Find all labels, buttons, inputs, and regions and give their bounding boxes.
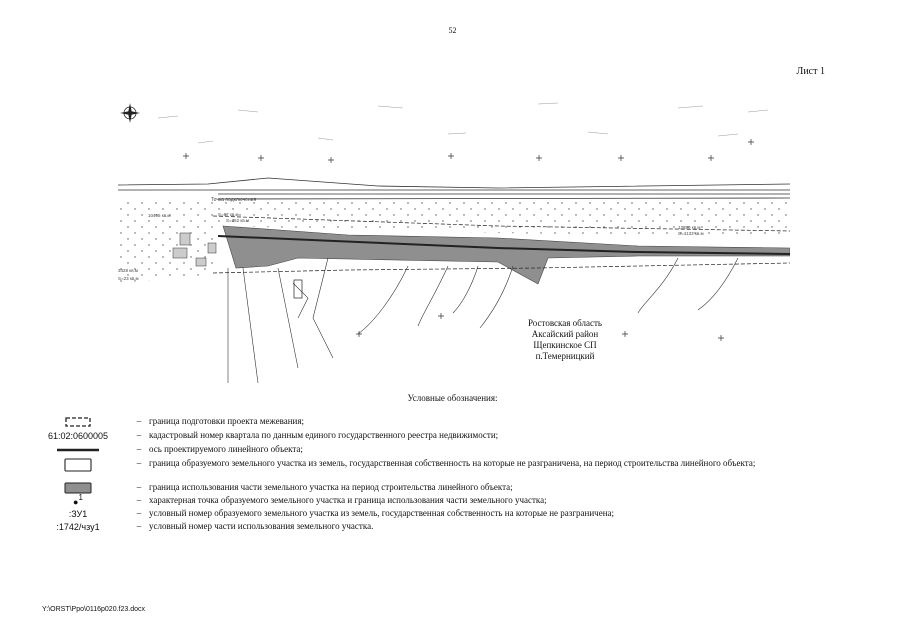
legend-desc: граница образуемого земельного участка и… bbox=[149, 458, 756, 468]
legend-dash: – bbox=[136, 430, 142, 440]
linear-object-axis bbox=[217, 235, 790, 255]
project-boundary bbox=[212, 215, 790, 274]
place-labels: Ростовская область Аксайский район Щепки… bbox=[505, 318, 625, 362]
legend-desc: граница подготовки проекта межевания; bbox=[149, 416, 305, 426]
legend-dash: – bbox=[136, 482, 142, 492]
village-label: п.Темерницкий bbox=[535, 351, 595, 361]
plot-number-symbol: :ЗУ1 bbox=[68, 509, 88, 519]
legend-row: ●1 – характерная точка образуемого земел… bbox=[28, 493, 788, 509]
legend-desc: ось проектируемого линейного объекта; bbox=[149, 444, 303, 454]
construction-part-shade bbox=[222, 225, 790, 285]
part-number-symbol: :1742/чзу1 bbox=[56, 522, 100, 532]
legend-desc: условный номер образуемого земельного уч… bbox=[149, 508, 615, 518]
legend-row: 61:02:0600005 – кадастровый номер кварта… bbox=[28, 430, 788, 444]
map-area-label: 10495 кв.м bbox=[148, 213, 170, 218]
map-area-label: 3428 кв.м bbox=[118, 268, 138, 273]
cadastral-map: Точка подключения 10495 кв.м 3428 кв.м S… bbox=[118, 102, 790, 384]
legend-row: – ось проектируемого линейного объекта; bbox=[28, 444, 788, 458]
legend-row: – граница использования части земельного… bbox=[28, 482, 788, 496]
sheet-label: Лист 1 bbox=[796, 66, 825, 77]
legend-row: – граница образуемого земельного участка… bbox=[28, 458, 788, 484]
north-arrow-icon bbox=[120, 103, 140, 123]
district-label: Аксайский район bbox=[531, 329, 599, 339]
legend-row: – граница подготовки проекта межевания; bbox=[28, 416, 788, 430]
plot-boundary-symbol bbox=[28, 458, 128, 472]
shaded-part-symbol bbox=[28, 482, 128, 494]
map-area-label: S=352 кв.м bbox=[226, 218, 249, 223]
map-point-label: Точка подключения bbox=[211, 197, 256, 203]
point-dot-icon: ● bbox=[73, 497, 79, 507]
footer-path: Y:\ORST\Ppo\0116p020.f23.docx bbox=[42, 606, 145, 613]
legend-row: :ЗУ1 – условный номер образуемого земель… bbox=[28, 508, 788, 522]
legend-dash: – bbox=[136, 495, 142, 505]
legend-dash: – bbox=[136, 444, 142, 454]
legend-desc: характерная точка образуемого земельного… bbox=[149, 495, 547, 505]
point-number: 1 bbox=[78, 493, 83, 502]
legend-desc: граница использования части земельного у… bbox=[149, 482, 513, 492]
legend-dash: – bbox=[136, 416, 142, 426]
axis-line-symbol bbox=[28, 444, 128, 456]
legend-dash: – bbox=[136, 521, 142, 531]
legend-title: Условные обозначения: bbox=[407, 393, 498, 403]
settlement-label: Щепкинское СП bbox=[533, 340, 597, 350]
map-area-label: S=87 кв.м bbox=[218, 212, 239, 217]
page-number: 52 bbox=[448, 26, 457, 35]
region-label: Ростовская область bbox=[528, 318, 602, 328]
legend-dash: – bbox=[136, 458, 142, 468]
legend-row: :1742/чзу1 – условный номер части исполь… bbox=[28, 521, 788, 535]
map-area-label: 13899 кв.м bbox=[678, 225, 700, 230]
map-area-label: S=23 кв.м bbox=[118, 276, 139, 281]
legend-dash: – bbox=[136, 508, 142, 518]
cadastral-number-symbol: 61:02:0600005 bbox=[47, 431, 109, 441]
legend-desc: кадастровый номер квартала по данным еди… bbox=[149, 430, 499, 440]
legend-desc: условный номер части использования земел… bbox=[149, 521, 374, 531]
point-symbol: ●1 bbox=[28, 493, 128, 507]
dashed-boundary-symbol bbox=[28, 416, 128, 428]
map-area-label: S=4133 кв.м bbox=[678, 231, 704, 236]
